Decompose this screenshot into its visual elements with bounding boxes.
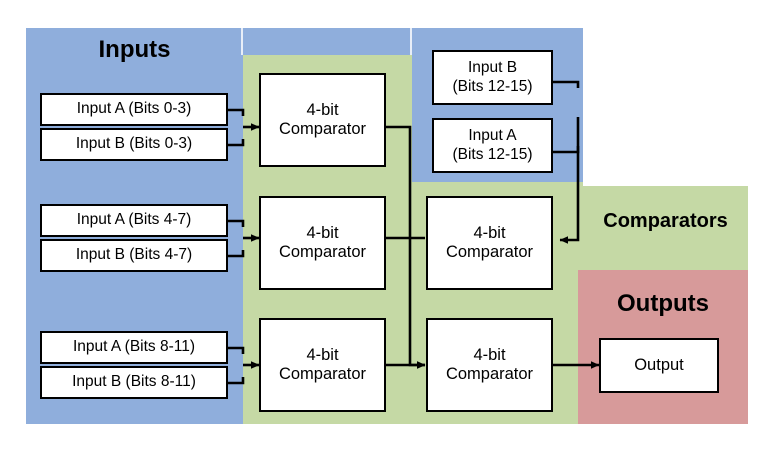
node-comparator-mid-right[interactable]: 4-bit Comparator xyxy=(426,196,553,290)
wire-in-b-0-3 xyxy=(228,139,245,147)
wire-in-b-8-11 xyxy=(228,377,245,385)
node-label-line-1: 4-bit xyxy=(473,345,506,364)
node-label-line-1: 4-bit xyxy=(306,100,339,119)
wire-in-a-8-11 xyxy=(228,346,245,354)
wire-in-b-12-15 xyxy=(553,80,580,88)
node-input-a-bits-4-7[interactable]: Input A (Bits 4-7) xyxy=(40,204,228,237)
wire-in-a-4-7 xyxy=(228,219,245,227)
node-input-a-bits-8-11[interactable]: Input A (Bits 8-11) xyxy=(40,331,228,364)
node-label-line-1: Input A xyxy=(468,127,517,145)
panel-label-inputs: Inputs xyxy=(98,36,171,63)
node-input-b-bits-4-7[interactable]: Input B (Bits 4-7) xyxy=(40,239,228,272)
node-label-line-1: 4-bit xyxy=(306,345,339,364)
panel-label-outputs: Outputs xyxy=(617,290,709,317)
node-input-a-bits-12-15[interactable]: Input A (Bits 12-15) xyxy=(432,118,553,173)
node-input-b-bits-0-3[interactable]: Input B (Bits 0-3) xyxy=(40,128,228,161)
node-label: Input B (Bits 8-11) xyxy=(72,373,196,391)
node-comparator-top[interactable]: 4-bit Comparator xyxy=(259,73,386,167)
wire-12-15-to-cmp-mid-right xyxy=(559,117,580,244)
node-label: Input B (Bits 0-3) xyxy=(75,135,193,153)
panel-divider-vertical-2 xyxy=(410,28,412,55)
panel-label-comparators: Comparators xyxy=(603,210,728,232)
node-label: Output xyxy=(634,355,684,374)
node-label-line-2: Comparator xyxy=(445,365,534,383)
node-label-line-1: 4-bit xyxy=(306,223,339,242)
node-label-line-2: (Bits 12-15) xyxy=(452,77,533,95)
node-label: Input A (Bits 0-3) xyxy=(76,100,192,118)
node-label: Input A (Bits 4-7) xyxy=(76,211,192,229)
wire-in-a-12-15 xyxy=(553,146,580,154)
wire-in-b-4-7 xyxy=(228,250,245,258)
panel-divider-vertical xyxy=(241,28,243,55)
node-label-line-2: (Bits 12-15) xyxy=(452,145,533,163)
node-output[interactable]: Output xyxy=(599,338,719,393)
node-label-line-2: Comparator xyxy=(445,243,534,261)
node-label-line-2: Comparator xyxy=(278,120,367,138)
wire-cmp-top-to-cmp-bottom-right xyxy=(386,125,426,369)
node-label-line-2: Comparator xyxy=(278,243,367,261)
node-input-a-bits-0-3[interactable]: Input A (Bits 0-3) xyxy=(40,93,228,126)
panel-comparators-right xyxy=(583,186,748,270)
node-label-line-1: 4-bit xyxy=(473,223,506,242)
node-label-line-1: Input B xyxy=(467,59,518,77)
node-comparator-bottom-left[interactable]: 4-bit Comparator xyxy=(259,318,386,412)
node-label: Input B (Bits 4-7) xyxy=(75,246,193,264)
node-comparator-bottom-right[interactable]: 4-bit Comparator xyxy=(426,318,553,412)
node-comparator-mid-left[interactable]: 4-bit Comparator xyxy=(259,196,386,290)
node-label-line-2: Comparator xyxy=(278,365,367,383)
node-input-b-bits-12-15[interactable]: Input B (Bits 12-15) xyxy=(432,50,553,105)
wire-in-a-0-3 xyxy=(228,108,245,116)
node-input-b-bits-8-11[interactable]: Input B (Bits 8-11) xyxy=(40,366,228,399)
node-label: Input A (Bits 8-11) xyxy=(72,338,196,356)
